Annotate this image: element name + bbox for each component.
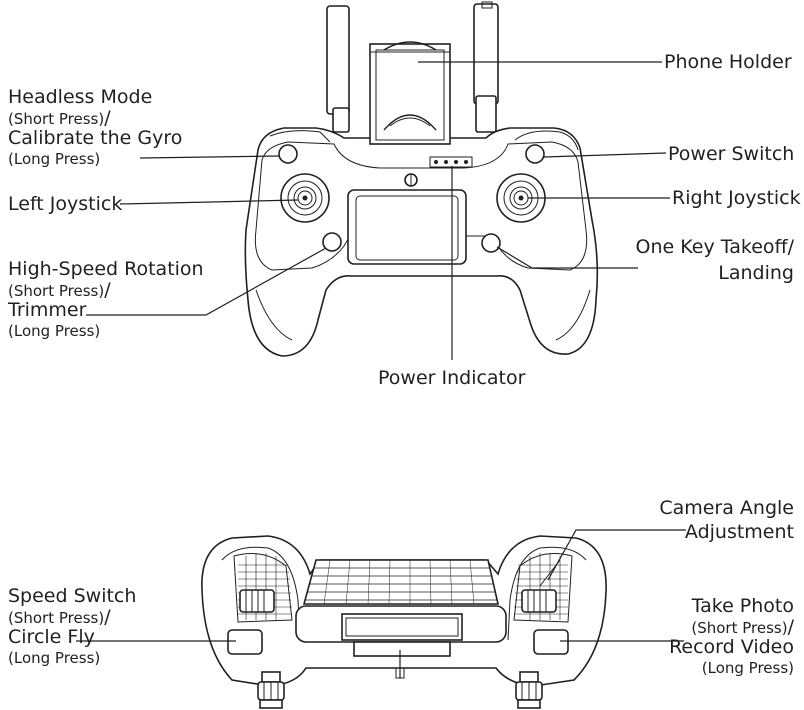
lcd-panel	[347, 189, 467, 265]
headless-mode-button	[278, 144, 298, 164]
left-joystick	[280, 173, 330, 223]
speed-switch-text: Speed Switch	[8, 585, 137, 607]
take-photo-press-text: (Short Press)	[691, 619, 788, 637]
phone-holder-text: Phone Holder	[664, 51, 792, 73]
camera-angle-wheel	[521, 559, 561, 613]
label-high-speed-rotation: High-Speed Rotation (Short Press)/ Trimm…	[8, 260, 204, 339]
label-camera-angle: Camera Angle Adjustment	[659, 499, 794, 542]
controller-front-view	[201, 535, 607, 709]
label-left-joystick: Left Joystick	[8, 195, 122, 214]
power-switch-text: Power Switch	[668, 143, 795, 165]
circle-fly-button	[227, 629, 263, 655]
speed-switch-press-text: (Short Press)	[8, 609, 105, 627]
phone-holder	[369, 41, 451, 145]
headless-mode-press-text: (Short Press)	[8, 110, 105, 128]
power-indicator-leds	[429, 156, 473, 168]
right-joystick-text: Right Joystick	[672, 187, 801, 209]
take-photo-button	[533, 629, 569, 655]
trimmer-text: Trimmer	[8, 299, 87, 321]
camera-angle-line2-text: Adjustment	[684, 521, 794, 543]
front-leader-lines	[76, 529, 686, 642]
label-take-photo: Take Photo (Short Press)/ Record Video (…	[669, 597, 794, 676]
left-joystick-text: Left Joystick	[8, 193, 123, 215]
headless-mode-text: Headless Mode	[8, 86, 153, 108]
rotation-slash: /	[104, 279, 111, 301]
label-power-indicator: Power Indicator	[378, 369, 525, 388]
calibrate-gyro-text: Calibrate the Gyro	[8, 127, 183, 149]
right-foot	[515, 671, 543, 709]
label-speed-switch: Speed Switch (Short Press)/ Circle Fly (…	[8, 587, 136, 666]
headless-slash: /	[104, 107, 111, 129]
record-video-press-text: (Long Press)	[701, 659, 794, 677]
calibrate-gyro-press-text: (Long Press)	[8, 150, 101, 168]
left-foot	[257, 671, 285, 709]
center-mesh	[302, 559, 500, 605]
top-leader-lines	[86, 61, 670, 360]
speed-slash: /	[104, 606, 111, 628]
speed-switch-wheel	[239, 589, 275, 613]
label-one-key-takeoff: One Key Takeoff/ Landing	[636, 238, 794, 283]
power-indicator-text: Power Indicator	[378, 367, 526, 389]
trimmer-press-text: (Long Press)	[8, 322, 101, 340]
right-antenna	[473, 1, 499, 133]
label-headless-mode: Headless Mode (Short Press)/ Calibrate t…	[8, 88, 182, 167]
high-speed-rotation-button	[322, 232, 342, 252]
right-joystick	[496, 173, 546, 223]
one-key-takeoff-button	[481, 233, 501, 253]
circle-fly-press-text: (Long Press)	[8, 649, 101, 667]
high-speed-rotation-press-text: (Short Press)	[8, 282, 105, 300]
label-phone-holder: Phone Holder	[664, 53, 792, 72]
camera-angle-line1-text: Camera Angle	[659, 497, 794, 519]
record-video-text: Record Video	[669, 636, 794, 658]
one-key-takeoff-line1-text: One Key Takeoff/	[635, 236, 794, 258]
one-key-takeoff-line2-text: Landing	[718, 262, 794, 284]
label-power-switch: Power Switch	[668, 145, 794, 164]
left-antenna	[326, 5, 350, 133]
label-right-joystick: Right Joystick	[672, 189, 801, 208]
controller-top-view	[244, 1, 599, 357]
take-photo-text: Take Photo	[691, 595, 794, 617]
power-switch-button	[525, 144, 545, 164]
circle-fly-text: Circle Fly	[8, 626, 95, 648]
high-speed-rotation-text: High-Speed Rotation	[8, 258, 204, 280]
photo-slash: /	[787, 616, 794, 638]
